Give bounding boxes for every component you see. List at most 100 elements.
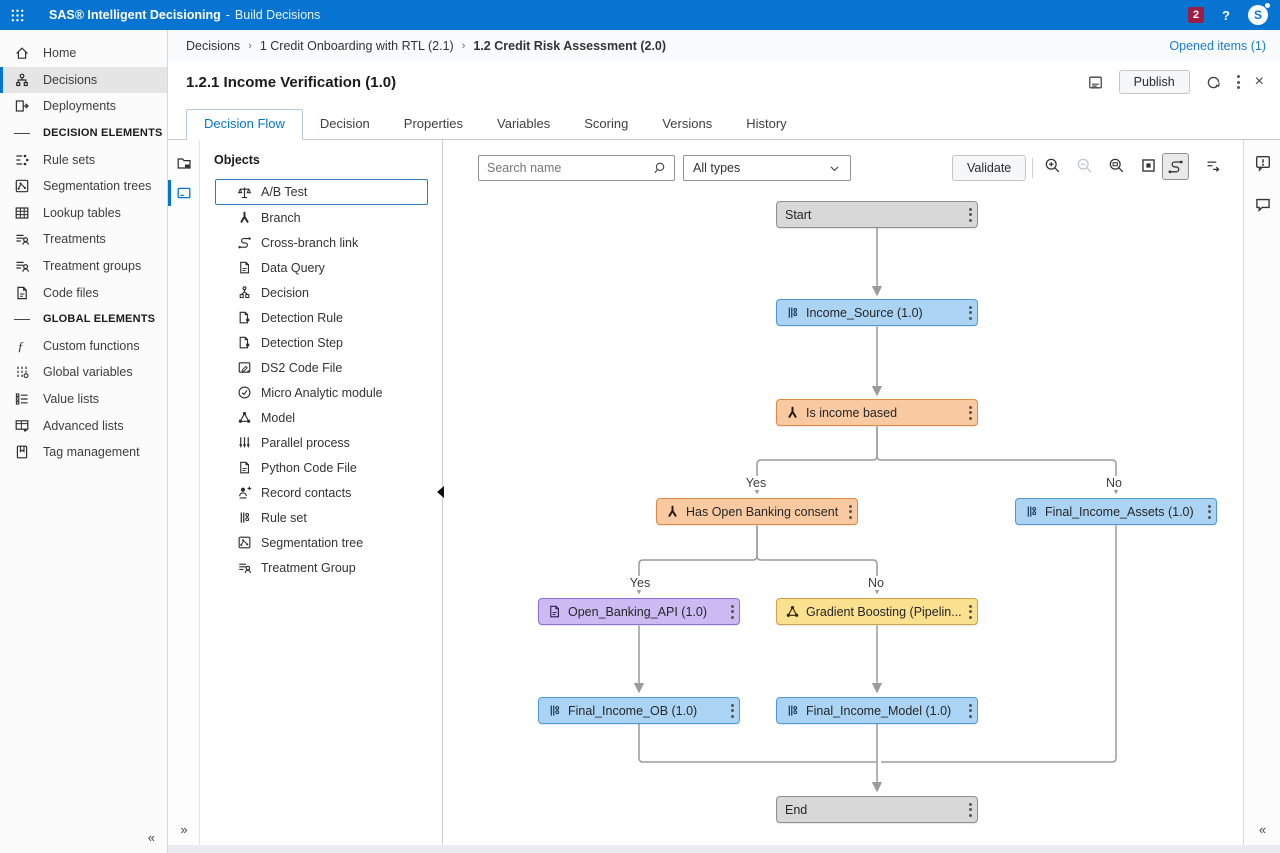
search-input[interactable] [479,161,652,175]
publish-button[interactable]: Publish [1118,70,1190,94]
tab-history[interactable]: History [746,116,787,131]
node-kebab-icon[interactable] [731,604,734,619]
flow-node-has-open-banking-consent[interactable]: Has Open Banking consent [656,498,858,525]
sidebar-item-lookup-tables[interactable]: Lookup tables [0,200,167,227]
object-item-data-query[interactable]: Data Query [200,255,442,280]
node-kebab-icon[interactable] [969,305,972,320]
flow-node-income-source[interactable]: Income_Source (1.0) [776,299,978,326]
app-module-name: Build Decisions [234,8,321,22]
type-filter-select[interactable]: All types [683,155,851,181]
object-item-cross-branch-link[interactable]: Cross-branch link [200,230,442,255]
object-item-parallel-process[interactable]: Parallel process [200,430,442,455]
object-item-detection-rule[interactable]: Detection Rule [200,305,442,330]
sidebar-item-treatment-groups[interactable]: Treatment groups [0,253,167,280]
breadcrumb-credit-risk-assessment[interactable]: 1.2 Credit Risk Assessment (2.0) [473,39,667,53]
object-item-decision[interactable]: Decision [200,280,442,305]
breadcrumb-decisions[interactable]: Decisions [186,39,241,53]
sidebar-item-custom-functions[interactable]: Custom functions [0,333,167,360]
model-icon [786,605,799,618]
node-search [478,155,675,181]
tab-versions[interactable]: Versions [662,116,713,131]
objects-panel-title: Objects [214,153,260,167]
tab-scoring[interactable]: Scoring [584,116,629,131]
object-item-branch[interactable]: Branch [200,205,442,230]
comments-icon[interactable] [1244,196,1280,214]
object-item-record-contacts[interactable]: Record contacts [200,480,442,505]
object-item-micro-analytic-module[interactable]: Micro Analytic module [200,380,442,405]
branch-icon [788,406,797,418]
decisions-icon [16,73,28,86]
node-kebab-icon[interactable] [731,703,734,718]
breadcrumb-credit-onboarding[interactable]: 1 Credit Onboarding with RTL (2.1) [259,39,454,53]
app-launcher-waffle-icon[interactable] [10,8,25,23]
tab-properties[interactable]: Properties [403,116,464,131]
flow-canvas[interactable]: All types Validate [443,140,1243,845]
node-kebab-icon[interactable] [849,504,852,519]
breadcrumb-separator: › [461,40,466,52]
right-rail-collapse-button[interactable]: « [1258,822,1267,837]
node-kebab-icon[interactable] [969,604,972,619]
opened-items-link[interactable]: Opened items (1) [1169,39,1266,53]
sidebar-item-treatments[interactable]: Treatments [0,226,167,253]
flow-node-start[interactable]: Start [776,201,978,228]
sidebar-item-advanced-lists[interactable]: Advanced lists [0,412,167,439]
tab-variables[interactable]: Variables [497,116,551,131]
refresh-icon[interactable] [1205,74,1222,91]
objects-panel-button[interactable] [168,178,200,208]
flow-node-open-banking-api[interactable]: Open_Banking_API (1.0) [538,598,740,625]
folders-panel-button[interactable] [168,148,200,178]
object-item-model[interactable]: Model [200,405,442,430]
tab-decision-flow[interactable]: Decision Flow [186,109,303,140]
decision-icon [239,286,250,299]
sidebar-item-code-files[interactable]: Code files [0,279,167,306]
node-kebab-icon[interactable] [969,802,972,817]
object-item-segmentation-tree[interactable]: Segmentation tree [200,530,442,555]
help-button[interactable]: ? [1222,7,1230,23]
node-kebab-icon[interactable] [1208,504,1211,519]
flow-node-end[interactable]: End [776,796,978,823]
flow-node-final-income-assets[interactable]: Final_Income_Assets (1.0) [1015,498,1217,525]
notification-badge[interactable]: 2 [1188,7,1205,23]
sidebar-item-tag-management[interactable]: Tag management [0,439,167,466]
object-item-detection-step[interactable]: Detection Step [200,330,442,355]
presence-dot [1265,3,1270,8]
more-options-kebab-icon[interactable] [1236,75,1240,89]
sidebar-item-deployments[interactable]: Deployments [0,93,167,120]
node-kebab-icon[interactable] [969,405,972,420]
rule-set-icon [550,704,560,717]
avatar[interactable]: S [1248,3,1270,25]
tab-decision[interactable]: Decision [319,116,370,131]
object-item-treatment-group[interactable]: Treatment Group [200,555,442,580]
sidebar-item-rule-sets[interactable]: Rule sets [0,146,167,173]
auto-layout-toggle[interactable] [1162,153,1189,180]
node-kebab-icon[interactable] [969,703,972,718]
cross-branch-link-icon [237,236,252,249]
object-item-rule-set[interactable]: Rule set [200,505,442,530]
node-kebab-icon[interactable] [969,207,972,222]
object-item-ab-test[interactable]: A/B Test [215,179,428,205]
sidebar-item-decisions[interactable]: Decisions [0,66,167,94]
segmentation-trees-icon [15,179,29,193]
app-title-separator: - [225,8,230,22]
object-item-python-code-file[interactable]: Python Code File [200,455,442,480]
sidebar-item-value-lists[interactable]: Value lists [0,386,167,413]
sidebar-collapse-button[interactable]: « [147,830,155,845]
validate-button[interactable]: Validate [952,155,1027,181]
validation-issues-icon[interactable] [1244,154,1280,172]
sidebar-item-global-variables[interactable]: Global variables [0,359,167,386]
ds2-code-file-icon [238,362,251,373]
flow-node-final-income-ob[interactable]: Final_Income_OB (1.0) [538,697,740,724]
right-rail: « [1243,140,1280,845]
flow-node-final-income-model[interactable]: Final_Income_Model (1.0) [776,697,978,724]
sidebar-item-home[interactable]: Home [0,40,167,67]
flow-node-gradient-boosting[interactable]: Gradient Boosting (Pipelin... [776,598,978,625]
sidebar-item-segmentation-trees[interactable]: Segmentation trees [0,173,167,200]
panel-expand-button[interactable]: » [180,822,188,837]
object-item-ds2-code-file[interactable]: DS2 Code File [200,355,442,380]
sidebar-section-global-elements: GLOBAL ELEMENTS [0,306,167,333]
close-icon[interactable]: × [1254,73,1264,90]
left-sidebar: Home Decisions Deployments DECISION ELEM… [0,30,168,853]
notes-icon[interactable] [1087,74,1104,91]
panel-resize-handle[interactable] [437,486,444,498]
flow-node-is-income-based[interactable]: Is income based [776,399,978,426]
